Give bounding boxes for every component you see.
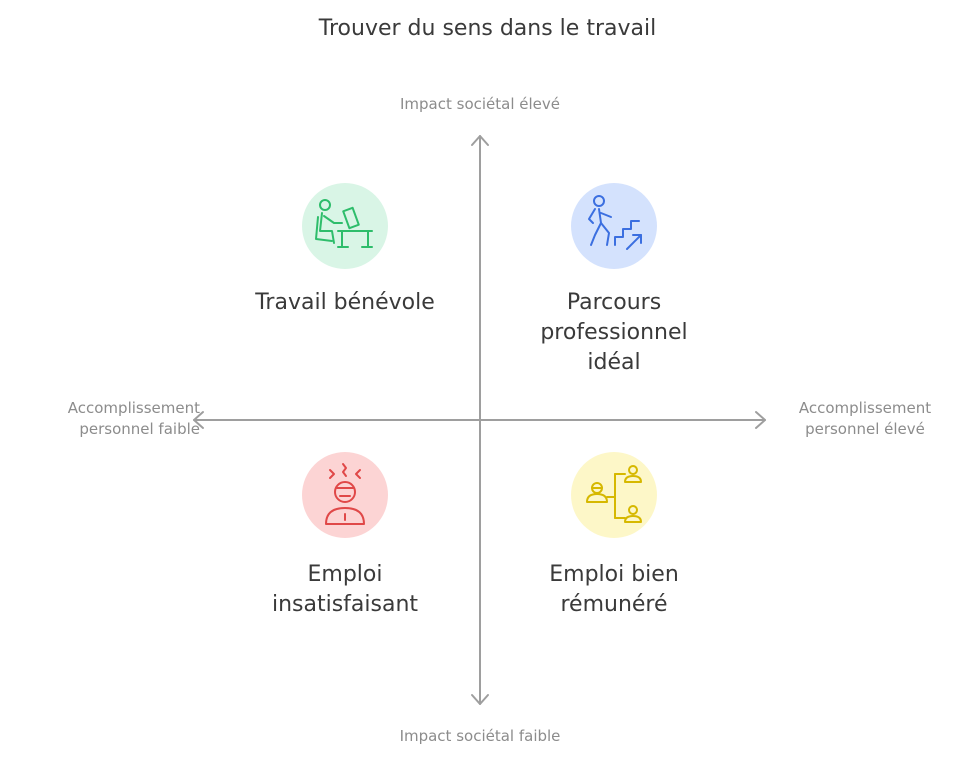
axis-label-left: Accomplissement personnel faible	[0, 398, 200, 440]
axis-label-left-line1: Accomplissement	[67, 399, 200, 417]
quadrant-label-volunteer-work: Travail bénévole	[225, 288, 465, 318]
arrow-left-icon	[193, 411, 204, 429]
axis-label-right: Accomplissement personnel élevé	[770, 398, 960, 440]
quadrant-label-line: Travail bénévole	[255, 290, 435, 315]
axis-label-right-line2: personnel élevé	[805, 420, 925, 438]
quadrant-label-line: Parcours	[566, 290, 662, 315]
quadrant-label-ideal-career: Parcours professionnel idéal	[494, 288, 734, 378]
quadrant-label-line: idéal	[587, 350, 641, 375]
quadrant-label-line: Emploi	[307, 562, 383, 587]
diagram-title: Trouver du sens dans le travail	[318, 16, 657, 41]
unsatisfying-job-icon-circle	[302, 452, 388, 538]
quadrant-label-line: insatisfaisant	[271, 592, 419, 617]
axis-label-right-line1: Accomplissement	[798, 399, 932, 417]
person-climbing-stairs-icon	[588, 195, 642, 250]
axis-label-bottom: Impact sociétal faible	[399, 727, 561, 745]
quadrant-label-line: rémunéré	[560, 592, 668, 617]
quadrant-label-line: Emploi bien	[549, 562, 679, 587]
career-path-icon-circle	[571, 183, 657, 269]
arrow-down-icon	[471, 694, 489, 705]
frustrated-person-icon	[325, 463, 365, 525]
quadrant-label-unsatisfying-job: Emploi insatisfaisant	[225, 560, 465, 620]
well-paid-job-icon-circle	[571, 452, 657, 538]
person-at-desk-icon	[315, 199, 373, 248]
arrow-up-icon	[471, 135, 489, 146]
quadrant-label-line: professionnel	[540, 320, 688, 345]
quadrant-label-well-paid-job: Emploi bien rémunéré	[494, 560, 734, 620]
axis-label-top: Impact sociétal élevé	[399, 95, 561, 113]
axis-label-left-line2: personnel faible	[79, 420, 200, 438]
arrow-right-icon	[755, 411, 766, 429]
person-network-icon	[586, 465, 642, 523]
volunteer-icon-circle	[302, 183, 388, 269]
